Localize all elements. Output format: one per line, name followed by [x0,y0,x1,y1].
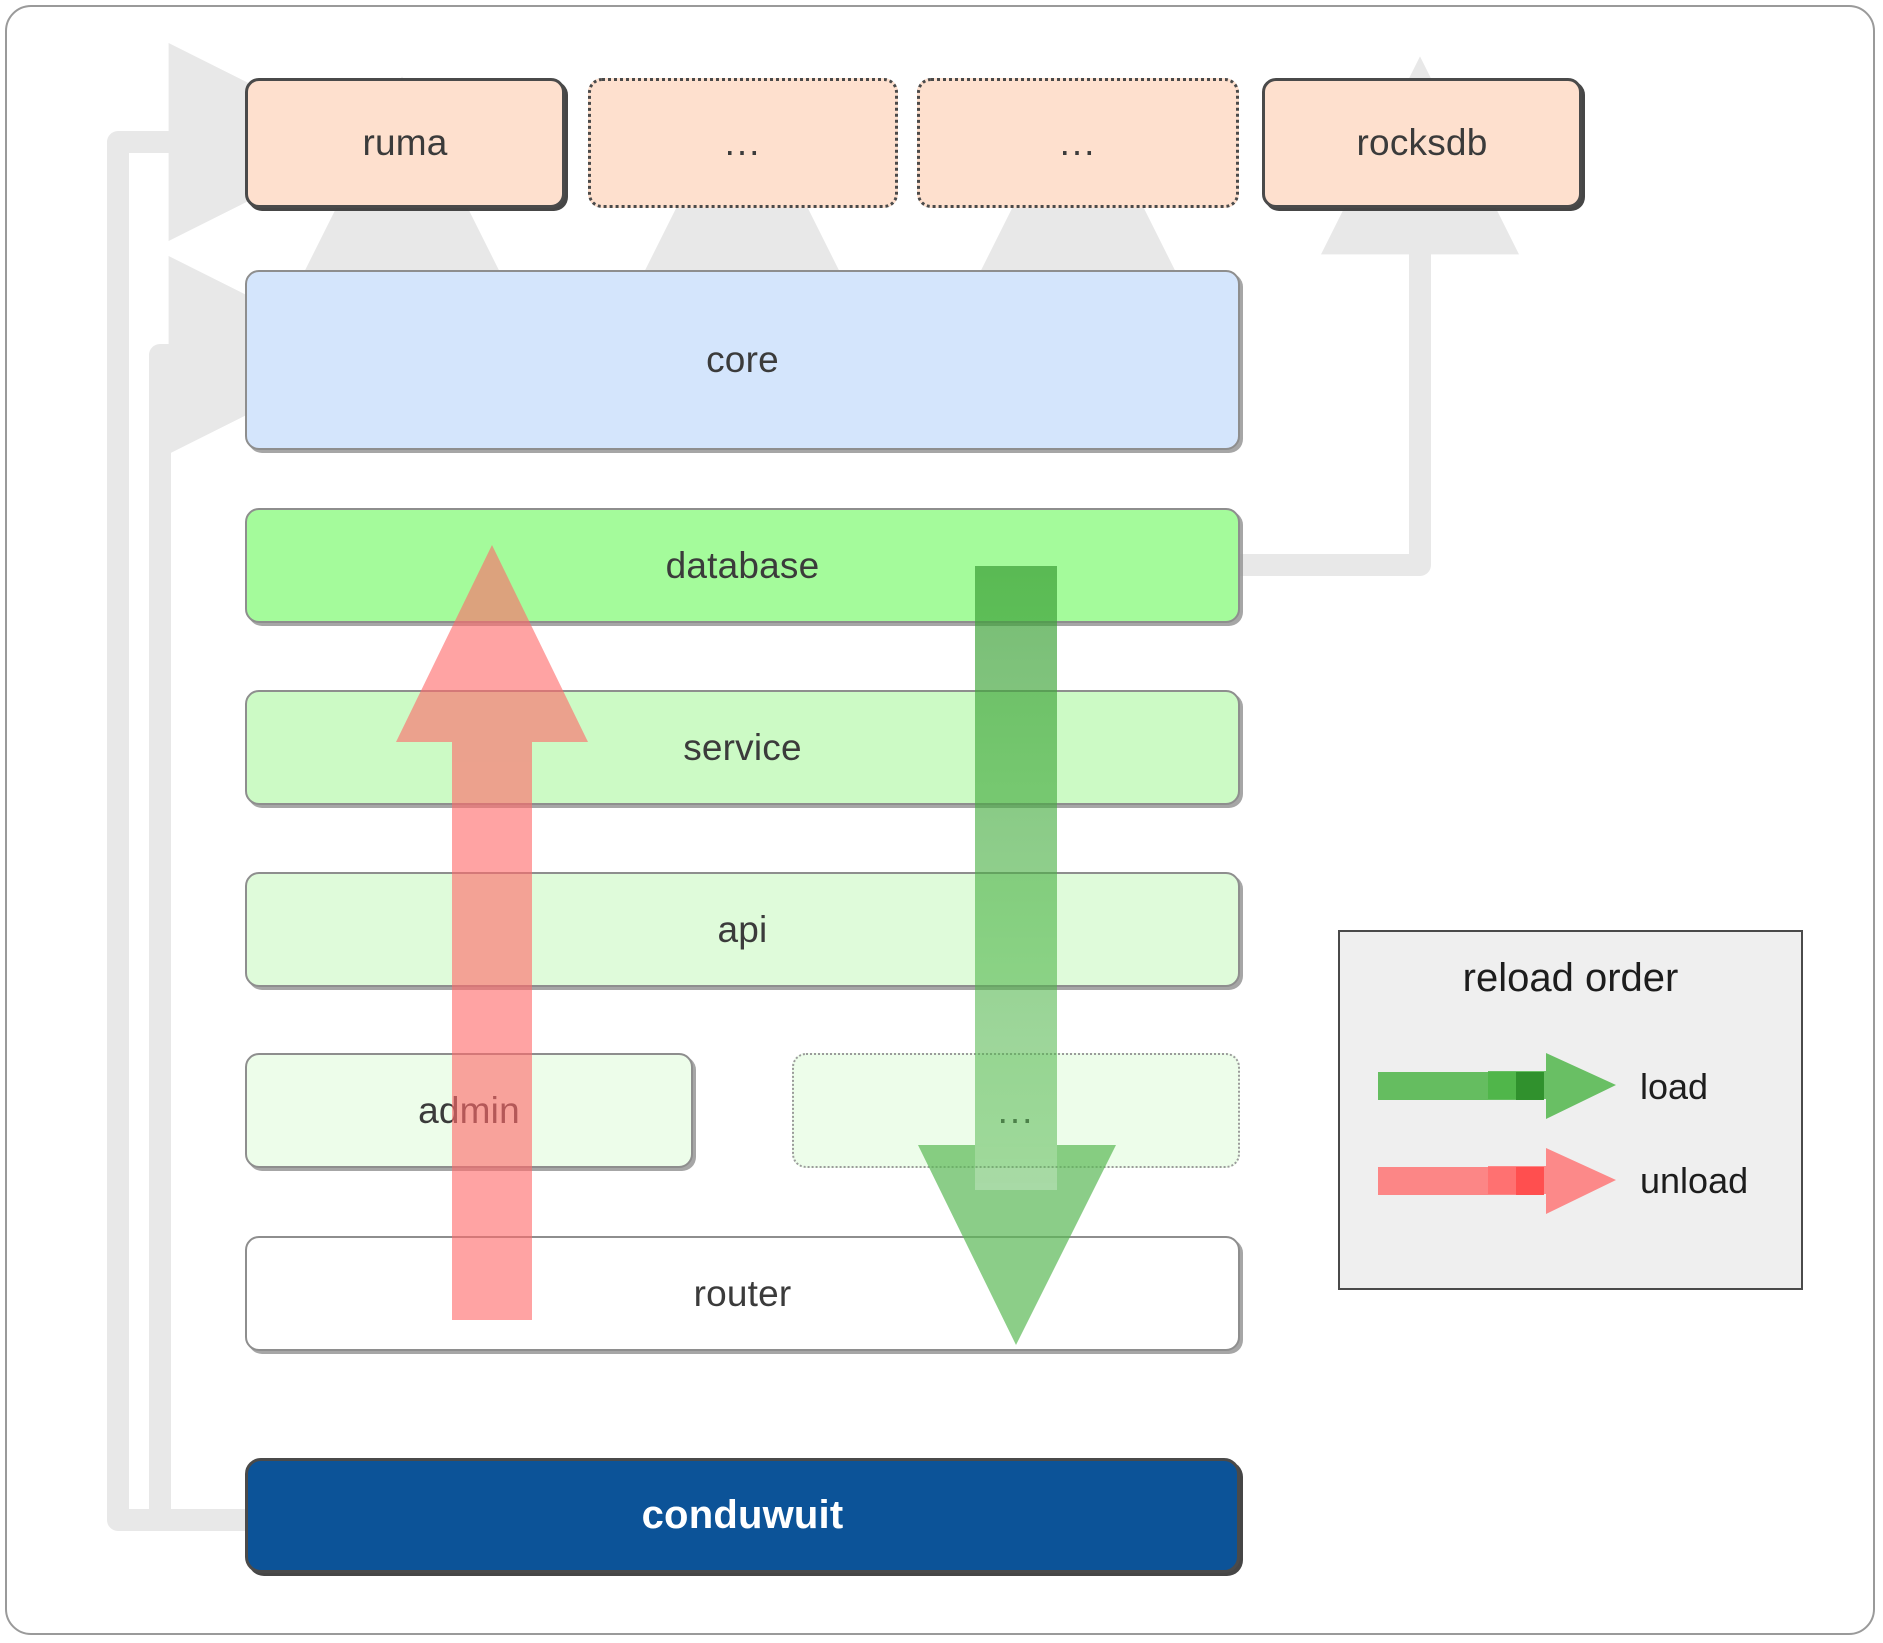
node-admin-label: admin [418,1089,520,1131]
node-admin[interactable]: admin [245,1053,693,1168]
node-core[interactable]: core [245,270,1240,450]
node-rocksdb-label: rocksdb [1356,122,1488,163]
node-ruma-label: ruma [362,122,448,163]
node-rocksdb[interactable]: rocksdb [1262,78,1582,208]
legend-load-arrow [1378,1053,1616,1119]
node-api-label: api [717,908,768,950]
node-core-label: core [706,339,779,380]
node-external-placeholder-2[interactable]: ... [917,78,1239,208]
node-conduwuit-label: conduwuit [641,1493,844,1537]
legend-unload-arrow [1378,1148,1616,1214]
node-database[interactable]: database [245,508,1240,623]
node-external-placeholder-1[interactable]: ... [588,78,898,208]
node-layer-placeholder[interactable]: ... [792,1053,1240,1168]
wire-conduwuit-to-core [149,256,367,1531]
node-external-placeholder-1-label: ... [724,122,762,163]
node-router[interactable]: router [245,1236,1240,1351]
legend-label-unload: unload [1640,1160,1749,1201]
legend-label-load: load [1640,1066,1709,1107]
node-service-label: service [683,726,802,768]
legend-panel: reload order load unload [1338,930,1803,1290]
wire-database-to-rocksdb [1240,56,1519,576]
node-service[interactable]: service [245,690,1240,805]
legend-arrow-glyphs [1378,1053,1616,1214]
node-ruma[interactable]: ruma [245,78,565,208]
node-database-label: database [665,544,820,586]
legend-title: reload order [1462,956,1679,1000]
node-api[interactable]: api [245,872,1240,987]
node-external-placeholder-2-label: ... [1059,122,1097,163]
node-layer-placeholder-label: ... [997,1089,1035,1131]
node-conduwuit[interactable]: conduwuit [245,1458,1240,1573]
node-router-label: router [693,1272,792,1314]
